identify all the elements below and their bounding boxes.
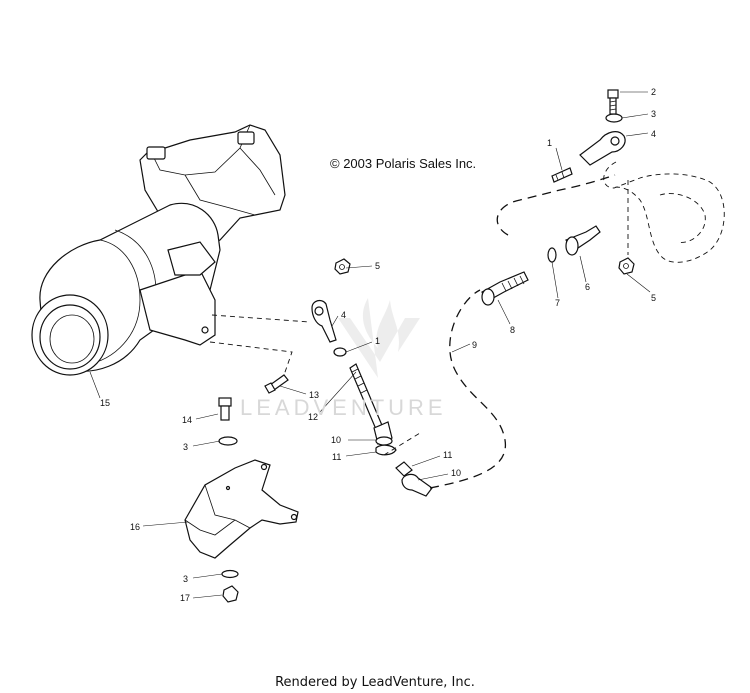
callout-13: 13: [309, 390, 319, 400]
callout-3-c: 3: [183, 574, 188, 584]
callouts: 2 3 4 1 5 6 7 8 9 5 4 1 12 13 10 11 11 1…: [100, 87, 656, 603]
washer-part-3-b: [218, 436, 238, 446]
callout-3-a: 3: [651, 109, 656, 119]
callout-11-b: 11: [443, 450, 452, 460]
nut-part-5-a: [334, 258, 351, 275]
washer-part-7: [547, 247, 557, 263]
guide-line-bolt: [209, 341, 293, 376]
callout-10-a: 10: [331, 435, 341, 445]
cable-part-9-upper: [496, 174, 616, 236]
callout-1-a: 1: [547, 138, 552, 148]
rod-end-part-4-a: [311, 299, 337, 343]
callout-8: 8: [510, 325, 515, 335]
bolt-part-2: [607, 89, 619, 115]
cable-part-9: [429, 289, 506, 489]
washer-part-3-a: [605, 113, 623, 123]
nut-part-17: [222, 585, 239, 603]
lever-inner: [659, 193, 706, 243]
callout-14: 14: [182, 415, 192, 425]
callout-16: 16: [130, 522, 140, 532]
lever-outline: [603, 161, 725, 263]
bracket-part-16: [184, 459, 299, 559]
callout-10-b: 10: [451, 468, 461, 478]
nut-part-5-b: [618, 257, 635, 275]
callout-9: 9: [472, 340, 477, 350]
callout-5-b: 5: [651, 293, 656, 303]
callout-7: 7: [555, 298, 560, 308]
cable-fitting-lower: [395, 461, 433, 497]
callout-4-b: 4: [651, 129, 656, 139]
leader-lines: [89, 91, 651, 599]
jam-nut-part-1-a: [551, 167, 573, 183]
guide-line-cable-lower: [383, 432, 421, 456]
callout-1-b: 1: [375, 336, 380, 346]
clevis-part-6: [565, 225, 601, 256]
copyright-notice: © 2003 Polaris Sales Inc.: [330, 156, 477, 171]
watermark-logo: [338, 298, 420, 378]
bolt-part-13: [264, 374, 289, 394]
bolt-part-14: [218, 397, 232, 421]
guide-line-rod-end: [211, 314, 311, 323]
callout-6: 6: [585, 282, 590, 292]
callout-5-a: 5: [375, 261, 380, 271]
tube-assembly-part-15: [31, 124, 286, 376]
washer-part-11-a: [375, 444, 397, 456]
callout-2: 2: [651, 87, 656, 97]
washer-part-10-a: [375, 436, 393, 446]
washer-part-3-c: [221, 569, 239, 579]
callout-11-a: 11: [332, 452, 341, 462]
callout-15: 15: [100, 398, 110, 408]
callout-4-a: 4: [341, 310, 346, 320]
rod-end-part-4-b: [579, 131, 626, 166]
callout-17: 17: [180, 593, 190, 603]
callout-12: 12: [308, 412, 318, 422]
callout-3-b: 3: [183, 442, 188, 452]
watermark-text: LEADVENTURE: [240, 395, 447, 420]
cable-end-part-8: [481, 271, 529, 306]
footer-credit: Rendered by LeadVenture, Inc.: [275, 675, 475, 690]
jam-nut-part-1-b: [333, 347, 347, 357]
